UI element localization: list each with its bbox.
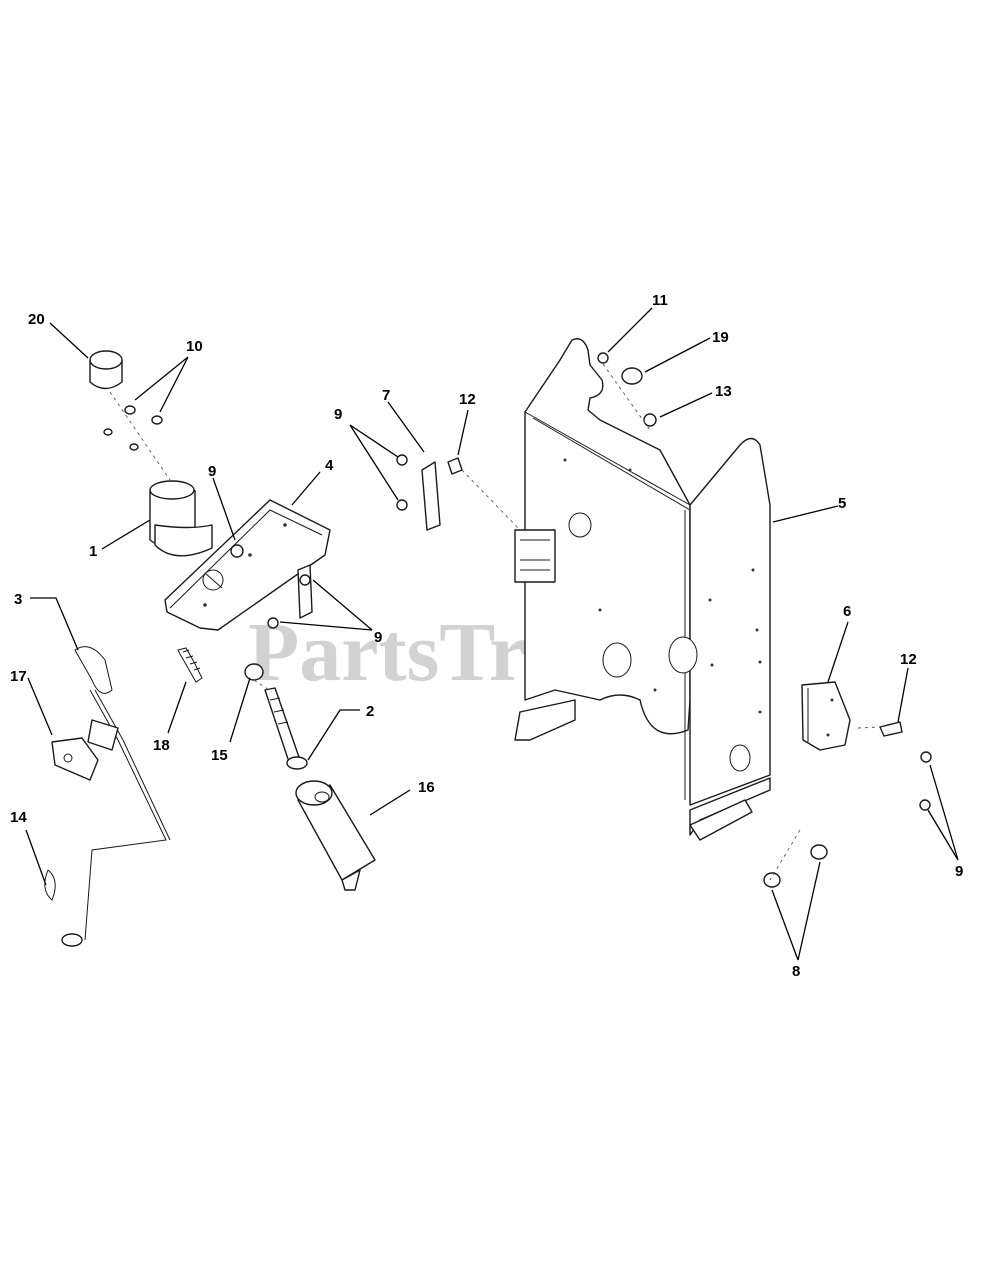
part-19-washer[interactable] xyxy=(621,367,643,385)
callout-1: 1 xyxy=(89,543,97,560)
part-9-nuts[interactable] xyxy=(230,454,932,811)
part-11-screw[interactable] xyxy=(597,352,609,364)
part-10-screws[interactable] xyxy=(103,405,163,451)
callout-6: 6 xyxy=(843,603,851,620)
part-15-bushing[interactable] xyxy=(244,663,264,681)
part-8-bolts[interactable] xyxy=(763,844,828,888)
callout-16: 16 xyxy=(418,779,435,796)
callout-11: 11 xyxy=(652,292,668,309)
callout-4: 4 xyxy=(325,457,334,474)
part-20-knob[interactable] xyxy=(89,350,123,390)
callout-labels: 20 10 9 1 4 3 17 18 15 2 16 14 9 9 7 12 … xyxy=(10,292,963,980)
part-7-bracket[interactable] xyxy=(421,461,441,531)
callout-19: 19 xyxy=(712,329,729,346)
part-1-steering-tube[interactable] xyxy=(149,480,213,557)
leader-lines xyxy=(25,307,959,961)
part-16-motor[interactable] xyxy=(295,780,376,891)
callout-18: 18 xyxy=(153,737,170,754)
part-14-clip[interactable] xyxy=(44,869,56,901)
assembly-lines xyxy=(109,363,881,881)
part-6-side-bracket[interactable] xyxy=(801,681,851,751)
callout-9-plate: 9 xyxy=(208,463,216,480)
callout-5: 5 xyxy=(838,495,846,512)
callout-17: 17 xyxy=(10,668,27,685)
callout-9-side: 9 xyxy=(955,863,963,880)
part-18-spring[interactable] xyxy=(177,647,203,683)
callout-14: 14 xyxy=(10,809,27,826)
callout-3: 3 xyxy=(14,591,22,608)
callout-12-side: 12 xyxy=(900,651,917,668)
callout-9-lower: 9 xyxy=(374,629,382,646)
part-17-latch[interactable] xyxy=(51,737,99,781)
part-2-steering-shaft[interactable] xyxy=(264,687,308,770)
callout-9-bracket: 9 xyxy=(334,406,342,423)
callout-10: 10 xyxy=(186,338,203,355)
callout-15: 15 xyxy=(211,747,228,764)
part-12-bolts[interactable] xyxy=(447,457,903,737)
callout-13: 13 xyxy=(715,383,732,400)
callout-8: 8 xyxy=(792,963,800,980)
part-3-linkage-rod[interactable] xyxy=(61,646,171,947)
callout-7: 7 xyxy=(382,387,390,404)
callout-20: 20 xyxy=(28,311,45,328)
callout-2: 2 xyxy=(366,703,374,720)
part-5-main-panel[interactable] xyxy=(514,338,771,841)
part-13-nut[interactable] xyxy=(643,413,657,427)
callout-12-top: 12 xyxy=(459,391,476,408)
